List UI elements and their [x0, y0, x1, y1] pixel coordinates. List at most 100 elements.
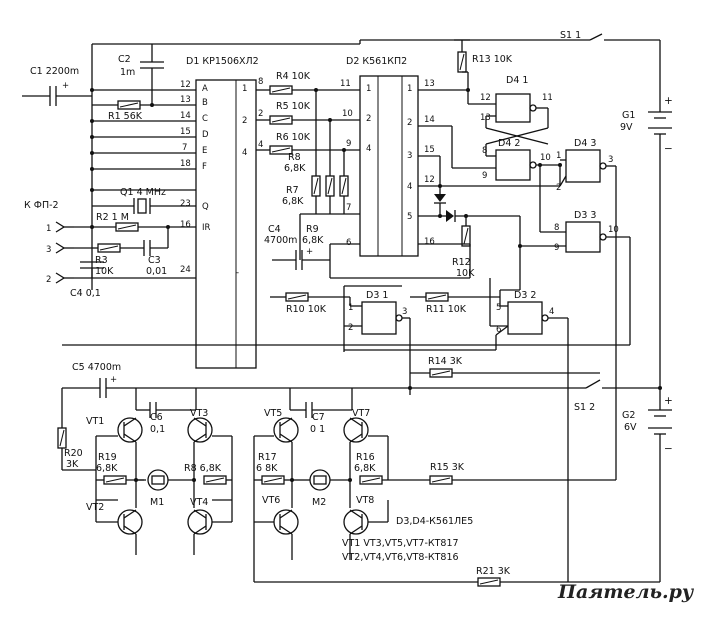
d31-pin-out: 3 [402, 307, 407, 317]
chip-d1: D1 КР1506ХЛ2 A B C D E F Q IR 12 13 14 1… [180, 56, 263, 369]
r7-value: 6,8K [282, 196, 304, 207]
d42-pin-a: 8 [482, 146, 487, 156]
d2-in-2: 2 [366, 114, 371, 124]
conn-pin-3: 3 [46, 245, 51, 255]
svg-text:+: + [306, 247, 313, 257]
d43-pin-b: 2 [556, 183, 561, 193]
d42-pin-out: 10 [540, 153, 551, 163]
s12-label: S1 2 [574, 402, 595, 413]
gate-d3-1: D3 1 1 2 3 R10 10K [270, 285, 411, 395]
r15-label: R15 3K [430, 462, 465, 473]
d33-label: D3 3 [574, 210, 596, 221]
d31-label: D3 1 [366, 290, 388, 301]
r20-value: 3K [66, 459, 79, 470]
c3-label: C3 [148, 255, 161, 266]
d31-pin-a: 1 [348, 303, 353, 313]
svg-text:9: 9 [346, 139, 351, 149]
svg-text:11: 11 [340, 79, 351, 89]
c5-r14-bus: C5 4700m + R20 3K R14 3K [57, 344, 630, 471]
diodes [434, 194, 520, 222]
r8b-label: R8 6,8K [184, 463, 222, 474]
chip-d2: D2 К561КП2 1 2 4 1 2 3 4 5 13 14 15 12 1… [346, 56, 435, 257]
d2-output-wires [418, 72, 560, 278]
c3-value: 0,01 [146, 266, 167, 277]
d43-label: D4 3 [574, 138, 596, 149]
d32-pin-b: 6 [496, 325, 501, 335]
d32-pin-a: 5 [496, 303, 501, 313]
svg-text:-: - [236, 268, 239, 278]
d1-in-d: D [202, 130, 209, 140]
r12-resistor: R12 10K [452, 214, 475, 279]
battery-g1: + − G1 9V [620, 40, 673, 388]
d3-feedback [343, 325, 509, 352]
conn-pin-2: 2 [46, 275, 51, 285]
r12-value: 10K [456, 268, 475, 279]
r13-resistor: R13 10K [454, 39, 513, 73]
svg-text:+: + [62, 81, 69, 91]
r13-label: R13 10K [472, 54, 513, 65]
d41-pin-out: 11 [542, 93, 553, 103]
svg-text:+: + [110, 375, 117, 385]
svg-text:6: 6 [346, 238, 351, 248]
d1-in-c: C [202, 114, 208, 124]
g2-value: 6V [624, 422, 637, 433]
c7-label: C7 [312, 412, 325, 423]
r5-label: R5 10K [276, 101, 311, 112]
c4b-label: C4 [268, 224, 281, 235]
d2-out-2: 2 [407, 118, 412, 128]
d1-pin-13: 13 [180, 95, 191, 105]
r16-label: R16 [356, 452, 375, 463]
d32-label: D3 2 [514, 290, 536, 301]
r4-label: R4 10K [276, 71, 311, 82]
vt6-label: VT6 [262, 495, 280, 506]
svg-text:+: + [664, 95, 673, 107]
r10-label: R10 10K [286, 304, 327, 315]
q1-crystal: Q1 4 MHz [92, 187, 196, 214]
q1-label: Q1 [120, 187, 134, 198]
d2-out-1: 1 [407, 84, 412, 94]
c4b-value: 4700m [264, 235, 297, 246]
d1-in-q: Q [202, 202, 209, 212]
r4-r6-network: R4 10K R5 10K R6 10K 11 10 9 7 6 R [256, 71, 360, 260]
c5-label: C5 4700m [72, 362, 121, 373]
g2-label: G2 [622, 410, 635, 421]
vt2-label: VT2 [86, 502, 104, 513]
r8-label: R8 [288, 152, 301, 163]
r2-label: R2 1 M [96, 212, 129, 223]
c2-value: 1m [120, 67, 135, 78]
svg-text:−: − [664, 143, 673, 155]
battery-g2: + − G2 6V [622, 388, 673, 582]
note-npn: VT1 VT3,VT5,VT7-КТ817 [342, 538, 459, 549]
d43-pin-out: 3 [608, 155, 613, 165]
d2-pin-13: 13 [424, 79, 435, 89]
r3-value: 10K [95, 266, 114, 277]
d2-pin-15: 15 [424, 145, 435, 155]
c2-label: C2 [118, 54, 131, 65]
gate-d3-2: D3 2 5 6 4 R11 10K [410, 278, 569, 360]
c1-capacitor: + C1 2200m [22, 66, 92, 106]
gate-d3-3: D3 3 8 9 10 [518, 163, 631, 345]
r3-c3: R3 10K C3 0,01 [74, 225, 170, 277]
d1-pin-2: 2 [258, 109, 263, 119]
r3-label: R3 [95, 255, 108, 266]
d31-pin-b: 2 [348, 323, 353, 333]
c6-label: C6 [150, 412, 163, 423]
vt3-label: VT3 [190, 408, 208, 419]
d1-out-1: 1 [242, 84, 247, 94]
vt4-label: VT4 [190, 497, 208, 508]
d2-out-3: 3 [407, 151, 412, 161]
kfp-label: К ФП-2 [24, 200, 59, 211]
gate-d4-1: D4 1 12 13 11 [480, 75, 553, 123]
d1-pin-4: 4 [258, 140, 263, 150]
d2-label: D2 К561КП2 [346, 56, 407, 67]
m2-label: M2 [312, 497, 326, 508]
r16-value: 6,8K [354, 463, 376, 474]
d1-pin-24: 24 [180, 265, 191, 275]
r9-value: 6,8K [302, 235, 324, 246]
c1-label: C1 2200m [30, 66, 79, 77]
d1-in-f: F [202, 162, 207, 172]
h-bridge-1: VT1 VT3 C6 0,1 R19 6,8K M1 [86, 388, 233, 555]
c7-value: 0 1 [310, 424, 325, 435]
r8-value: 6,8K [284, 163, 306, 174]
latch-cross [485, 108, 549, 156]
